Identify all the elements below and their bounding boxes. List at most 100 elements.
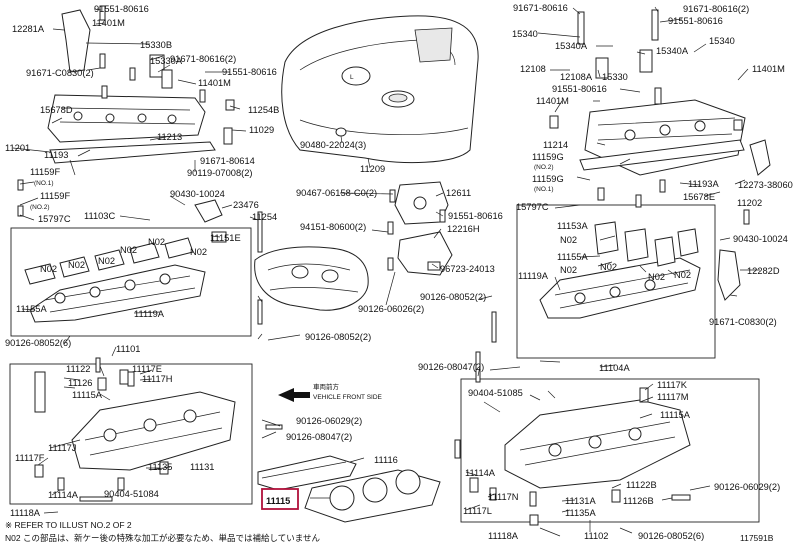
right-camshaft-bearing-caps[interactable]	[594, 221, 699, 267]
callout-label[interactable]: 11114A	[465, 468, 496, 478]
callout-label[interactable]: 12281A	[12, 24, 45, 34]
engine-hanger-left[interactable]	[61, 9, 91, 73]
callout-label[interactable]: 11118A	[488, 531, 519, 541]
water-outlet[interactable]	[397, 231, 453, 276]
callout-label[interactable]: 90480-22024(3)	[300, 140, 366, 150]
callout-label[interactable]: (NO.1)	[534, 186, 554, 193]
callout-label[interactable]: 15797C	[516, 202, 549, 212]
callout-label[interactable]: 91551-80616	[94, 4, 149, 14]
callout-label[interactable]: 11119A	[134, 309, 165, 319]
callout-label[interactable]: 90126-08052(6)	[638, 531, 704, 541]
callout-label[interactable]: 11193A	[688, 179, 719, 189]
callout-label[interactable]: N02	[190, 247, 207, 257]
callout-label[interactable]: 96723-24013	[440, 264, 495, 274]
callout-label[interactable]: 11117E	[132, 364, 162, 374]
callout-label[interactable]: 12108A	[560, 72, 593, 82]
callout-label[interactable]: 91551-80616	[668, 16, 723, 26]
callout-label[interactable]: 12216H	[447, 224, 480, 234]
callout-label[interactable]: 90126-08052(2)	[420, 292, 486, 302]
callout-label[interactable]: N02	[560, 265, 577, 275]
callout-label[interactable]: 90126-08052(2)	[305, 332, 371, 342]
callout-label[interactable]: 11101	[116, 344, 140, 354]
right-ignition-parts[interactable]	[549, 9, 662, 129]
callout-label[interactable]: 11122	[66, 364, 90, 374]
callout-label[interactable]: N02	[68, 260, 85, 270]
callout-label[interactable]: 11116	[374, 455, 398, 465]
callout-label[interactable]: 91671-C0830(2)	[709, 317, 777, 327]
callout-label[interactable]: 11159G	[532, 174, 564, 184]
callout-label[interactable]: (NO.2)	[534, 164, 554, 171]
callout-label[interactable]: 11159F	[30, 167, 60, 177]
callout-label[interactable]: 11159G	[532, 152, 564, 162]
callout-label[interactable]: 90126-08052(6)	[5, 338, 71, 348]
callout-label[interactable]: 91551-80616	[222, 67, 277, 77]
engine-cover[interactable]: L	[281, 15, 479, 163]
callout-label[interactable]: 11214	[543, 140, 568, 150]
callout-label[interactable]: 90126-06026(2)	[358, 304, 424, 314]
callout-label[interactable]: 12273-38060	[738, 180, 793, 190]
callout-label[interactable]: 12611	[446, 188, 471, 198]
callout-label[interactable]: 15340A	[555, 41, 588, 51]
callout-label[interactable]: 90126-06029(2)	[714, 482, 780, 492]
callout-label[interactable]: 11117K	[657, 380, 688, 390]
callout-label[interactable]: 11193	[44, 150, 68, 160]
callout-label[interactable]: 15330A	[150, 56, 183, 66]
callout-label[interactable]: 11135A	[565, 508, 596, 518]
callout-label[interactable]: 11115A	[660, 410, 691, 420]
callout-label[interactable]: 11114A	[48, 490, 79, 500]
callout-label[interactable]: 91671-C0830(2)	[26, 68, 94, 78]
callout-label[interactable]: 91671-80616	[513, 3, 568, 13]
callout-label[interactable]: 15340A	[656, 46, 689, 56]
callout-label[interactable]: 15678D	[40, 105, 73, 115]
callout-label[interactable]: 11213	[157, 132, 182, 142]
callout-label[interactable]: 11102	[584, 531, 608, 541]
callout-label[interactable]: 11117N	[488, 492, 519, 502]
callout-label[interactable]: 90119-07008(2)	[187, 168, 252, 178]
grommet[interactable]	[335, 127, 347, 137]
callout-label[interactable]: 11117M	[657, 392, 689, 402]
callout-label[interactable]: 15330	[602, 72, 628, 82]
callout-label[interactable]: 11029	[249, 125, 274, 135]
callout-label[interactable]: 11117J	[48, 443, 76, 453]
callout-label[interactable]: 11117F	[15, 453, 45, 463]
callout-label[interactable]: 11401M	[198, 78, 231, 88]
bolt-center[interactable]	[257, 299, 263, 325]
callout-label[interactable]: 91551-80616	[552, 84, 607, 94]
callout-label[interactable]: 91671-80616(2)	[683, 4, 749, 14]
callout-label[interactable]: N02	[40, 264, 57, 274]
callout-label[interactable]: 11103C	[84, 211, 115, 221]
callout-label[interactable]: 12282D	[747, 266, 780, 276]
callout-label[interactable]: 11254	[252, 212, 277, 222]
callout-label[interactable]: 11151E	[210, 233, 241, 243]
oil-filler-parts[interactable]	[149, 54, 235, 145]
right-bolts[interactable]	[597, 119, 750, 225]
callout-label[interactable]: N02	[600, 262, 617, 272]
callout-label[interactable]: 94151-80600(2)	[300, 222, 366, 232]
callout-label[interactable]: 15330B	[140, 40, 172, 50]
callout-label[interactable]: 11126B	[623, 496, 654, 506]
callout-label[interactable]: 91671-80614	[200, 156, 255, 166]
callout-label[interactable]: N02	[674, 270, 691, 280]
callout-label[interactable]: 11254B	[248, 105, 279, 115]
callout-highlighted[interactable]: 11115	[266, 496, 290, 506]
callout-label[interactable]: 90430-10024	[733, 234, 788, 244]
callout-label[interactable]: 11155A	[16, 304, 47, 314]
callout-label[interactable]: 11209	[360, 164, 385, 174]
callout-label[interactable]: 15797C	[38, 214, 71, 224]
head-gasket[interactable]	[304, 469, 441, 523]
callout-label[interactable]: 11155A	[557, 252, 588, 262]
callout-label[interactable]: (NO.1)	[34, 180, 54, 187]
callout-label[interactable]: 90126-08047(2)	[286, 432, 352, 442]
callout-label[interactable]: 15678E	[683, 192, 715, 202]
callout-label[interactable]: 11122B	[626, 480, 657, 490]
callout-label[interactable]: 90467-06158-C0(2)	[296, 188, 377, 198]
left-cylinder-head-cover[interactable]	[47, 94, 206, 143]
callout-label[interactable]: 11119A	[518, 271, 549, 281]
right-cylinder-head[interactable]	[504, 399, 691, 489]
left-bolts-top[interactable]	[17, 5, 206, 217]
callout-label[interactable]: 11131	[190, 462, 214, 472]
callout-label[interactable]: 90430-10024	[170, 189, 225, 199]
callout-label[interactable]: 11117L	[463, 506, 492, 516]
callout-label[interactable]: 11135	[148, 462, 172, 472]
callout-label[interactable]: 11401M	[92, 18, 125, 28]
